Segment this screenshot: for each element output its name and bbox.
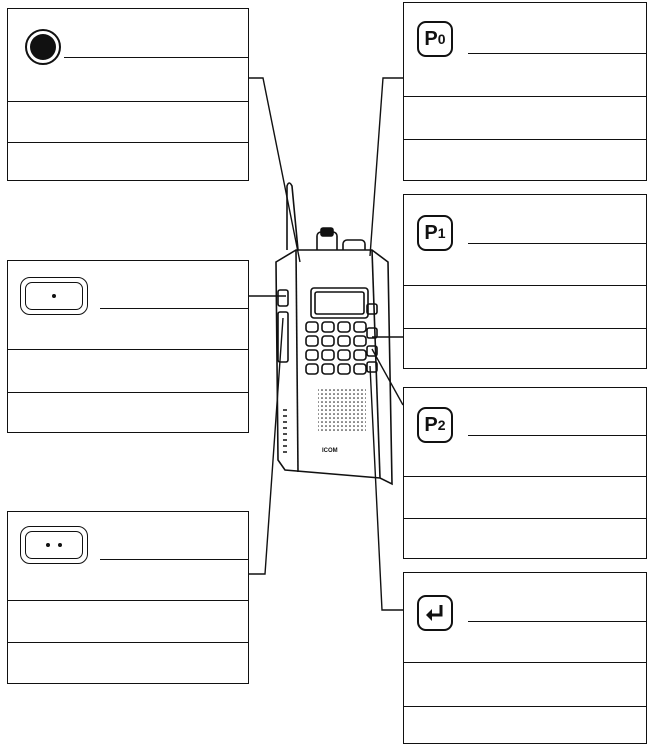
- single-dot-key-row-3: [8, 392, 248, 393]
- p1-key-letter: P: [424, 221, 438, 244]
- single-dot-key-icon: [20, 277, 88, 315]
- radio-brand-label: ICOM: [322, 448, 338, 454]
- p2-key-row-3: [404, 518, 646, 519]
- enter-key-box: [403, 572, 647, 744]
- p2-key-digit: 2: [437, 417, 446, 433]
- enter-key-row-3: [404, 706, 646, 707]
- leader-double-dot: [249, 317, 284, 575]
- single-dot-key-box: [7, 260, 249, 433]
- p0-key-row-2: [404, 96, 646, 97]
- p0-key-letter: P: [424, 27, 438, 50]
- p0-key-label-line: [468, 53, 646, 54]
- leader-p2: [371, 348, 404, 406]
- p2-key-row-2: [404, 476, 646, 477]
- p1-key-row-2: [404, 285, 646, 286]
- double-dot-key-row-2: [8, 600, 248, 601]
- p1-key-digit: 1: [437, 225, 446, 241]
- enter-key-label-line: [468, 621, 646, 622]
- double-dot-key-label-line: [100, 559, 248, 560]
- leader-record: [249, 77, 301, 263]
- record-key-label-line: [64, 57, 248, 58]
- enter-arrow-icon: [417, 595, 453, 631]
- leader-enter: [369, 365, 403, 611]
- p2-key-label-line: [468, 435, 646, 436]
- record-button-icon: [25, 29, 61, 65]
- record-key-box: [7, 8, 249, 181]
- p2-key-letter: P: [424, 413, 438, 436]
- leader-lines: [249, 77, 404, 611]
- p0-key-row-3: [404, 139, 646, 140]
- single-dot-key-row-2: [8, 349, 248, 350]
- record-key-row-3: [8, 142, 248, 143]
- enter-key-row-2: [404, 662, 646, 663]
- handheld-transceiver-icon: [275, 182, 393, 486]
- p1-key-label-line: [468, 243, 646, 244]
- double-dot-key-box: [7, 511, 249, 684]
- leader-p0: [369, 77, 403, 257]
- p1-key-row-3: [404, 328, 646, 329]
- single-dot-key-label-line: [100, 308, 248, 309]
- double-dot-key-icon: [20, 526, 88, 564]
- double-dot-key-row-3: [8, 642, 248, 643]
- record-key-row-2: [8, 101, 248, 102]
- p0-key-digit: 0: [437, 31, 446, 47]
